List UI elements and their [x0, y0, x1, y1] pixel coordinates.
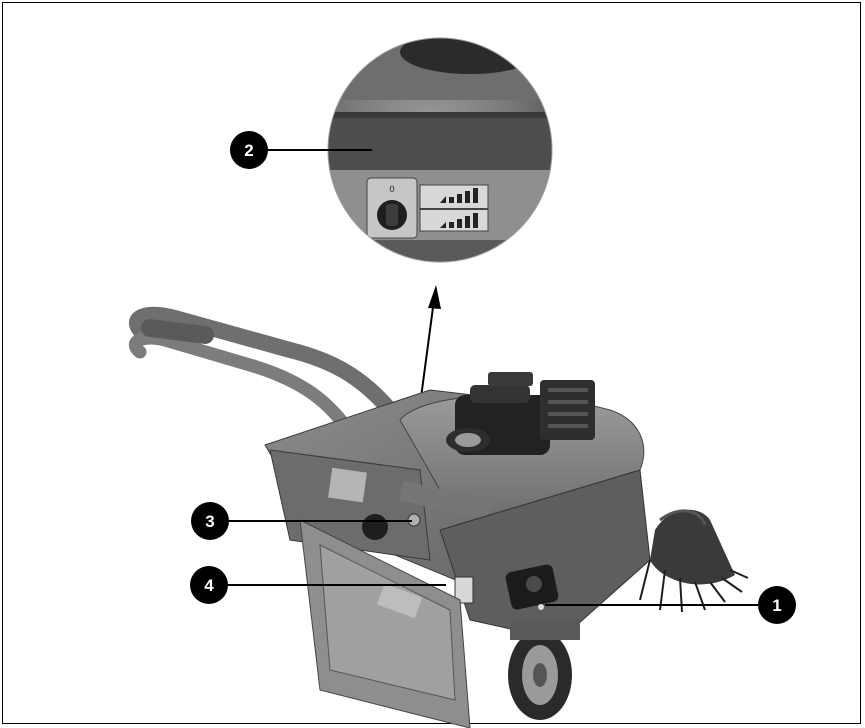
callout-2: 2: [230, 131, 372, 169]
callout-4-label: 4: [204, 576, 214, 595]
callout-3-label: 3: [205, 512, 214, 531]
callout-3: 3: [191, 502, 412, 540]
callout-1: 1: [545, 586, 796, 624]
zoom-detail: 0: [327, 37, 553, 263]
switch-zero-label: 0: [389, 184, 394, 194]
callout-4: 4: [190, 566, 446, 604]
sweeper-machine: [129, 306, 749, 728]
callout-1-label: 1: [772, 596, 781, 615]
callout-2-label: 2: [244, 141, 253, 160]
